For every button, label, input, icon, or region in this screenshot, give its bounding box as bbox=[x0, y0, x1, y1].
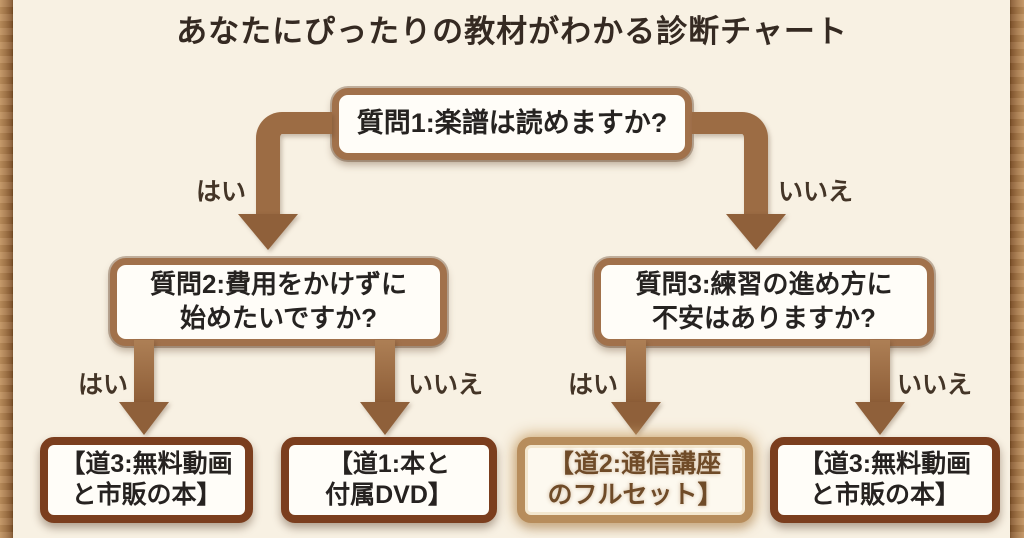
arrowhead-to-result2 bbox=[360, 402, 410, 435]
question-1-text: 質問1:楽譜は読めますか? bbox=[356, 108, 668, 139]
arrow-q3-to-result3 bbox=[626, 340, 646, 404]
edge-label-q2-no: いいえ bbox=[408, 371, 484, 399]
wood-frame-right bbox=[1010, 0, 1024, 538]
question-3-line1: 質問3:練習の進め方に bbox=[635, 269, 893, 300]
edge-label-q2-yes: はい bbox=[77, 371, 128, 399]
arrowhead-to-q2 bbox=[238, 214, 298, 250]
result-3-line1: 【道2:通信講座 bbox=[548, 449, 722, 478]
question-3-line2: 不安はありますか? bbox=[652, 303, 876, 333]
result-1-line1: 【道3:無料動画 bbox=[60, 449, 233, 478]
result-box-path3-right: 【道3:無料動画 と市販の本】 bbox=[770, 437, 1000, 523]
question-2-box: 質問2:費用をかけずに 始めたいですか? bbox=[110, 258, 447, 346]
arrow-q3-to-result4 bbox=[870, 340, 890, 404]
edge-label-q3-no: いいえ bbox=[897, 371, 973, 399]
question-2-line2: 始めたいですか? bbox=[179, 303, 378, 333]
arrowhead-to-q3 bbox=[726, 214, 786, 250]
arrow-q2-to-result1 bbox=[134, 340, 154, 404]
result-box-path1: 【道1:本と 付属DVD】 bbox=[281, 437, 497, 523]
arrow-q2-to-result2 bbox=[375, 340, 395, 404]
result-4-line2: と市販の本】 bbox=[809, 481, 960, 509]
question-1-box: 質問1:楽譜は読めますか? bbox=[332, 88, 692, 160]
result-1-line2: と市販の本】 bbox=[71, 481, 222, 509]
connector-q1-to-q2 bbox=[256, 112, 332, 216]
arrowhead-to-result3 bbox=[611, 402, 661, 435]
question-2-line1: 質問2:費用をかけずに bbox=[149, 269, 408, 300]
result-3-line2: のフルセット】 bbox=[547, 481, 723, 509]
result-4-line1: 【道3:無料動画 bbox=[798, 449, 972, 478]
chart-title: あなたにぴったりの教材がわかる診断チャート bbox=[176, 14, 848, 49]
edge-label-q1-yes: はい bbox=[195, 178, 246, 206]
result-box-path2-highlighted: 【道2:通信講座 のフルセット】 bbox=[517, 437, 753, 523]
result-2-line1: 【道1:本と bbox=[327, 449, 451, 478]
wood-frame-left bbox=[0, 0, 13, 538]
connector-q1-to-q3 bbox=[692, 112, 768, 216]
arrowhead-to-result1 bbox=[119, 402, 169, 435]
result-2-line2: 付属DVD】 bbox=[325, 481, 453, 509]
question-3-box: 質問3:練習の進め方に 不安はありますか? bbox=[594, 258, 934, 346]
edge-label-q1-no: いいえ bbox=[778, 178, 854, 206]
arrowhead-to-result4 bbox=[855, 402, 905, 435]
edge-label-q3-yes: はい bbox=[567, 371, 618, 399]
result-box-path3-left: 【道3:無料動画 と市販の本】 bbox=[40, 437, 253, 523]
